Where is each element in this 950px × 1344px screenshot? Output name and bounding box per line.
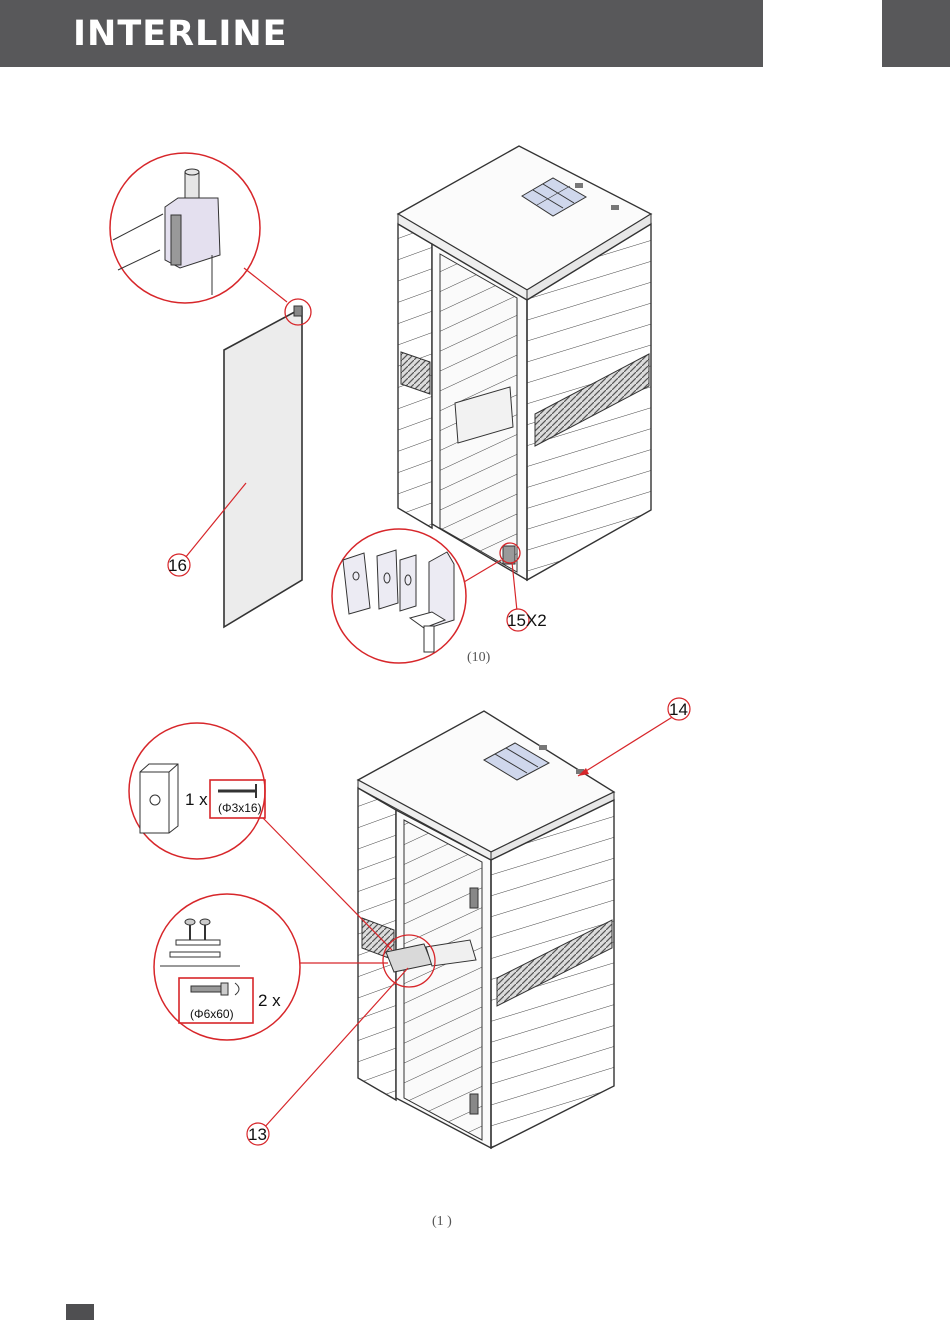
svg-text:16: 16 [168,556,187,575]
bolt-spec-label: (Φ6x60) [190,1007,234,1021]
cabin-lower [358,711,614,1148]
svg-text:15X2: 15X2 [507,611,547,630]
top-hinge-detail [110,153,260,303]
callout-16: 16 [168,554,190,576]
cabin-upper [398,146,651,580]
callout-14: 14 [668,698,690,720]
svg-text:13: 13 [248,1125,267,1144]
figure-caption-10: (10) [467,650,491,665]
figure-caption-11: (1 ) [432,1214,452,1229]
screw-quantity: 1 x [185,790,208,809]
callout-13: 13 [247,1123,269,1145]
bolt-detail: 2 x (Φ6x60) [154,894,300,1040]
bolt-quantity: 2 x [258,991,281,1010]
screw-spec-label: (Φ3x16) [218,801,262,815]
page-marker [66,1304,94,1320]
svg-text:14: 14 [669,700,688,719]
screw-detail: 1 x (Φ3x16) [129,723,265,859]
hinge-parts-detail [332,529,466,663]
glass-door-panel [224,308,302,627]
callout-15x2: 15X2 [507,609,547,631]
